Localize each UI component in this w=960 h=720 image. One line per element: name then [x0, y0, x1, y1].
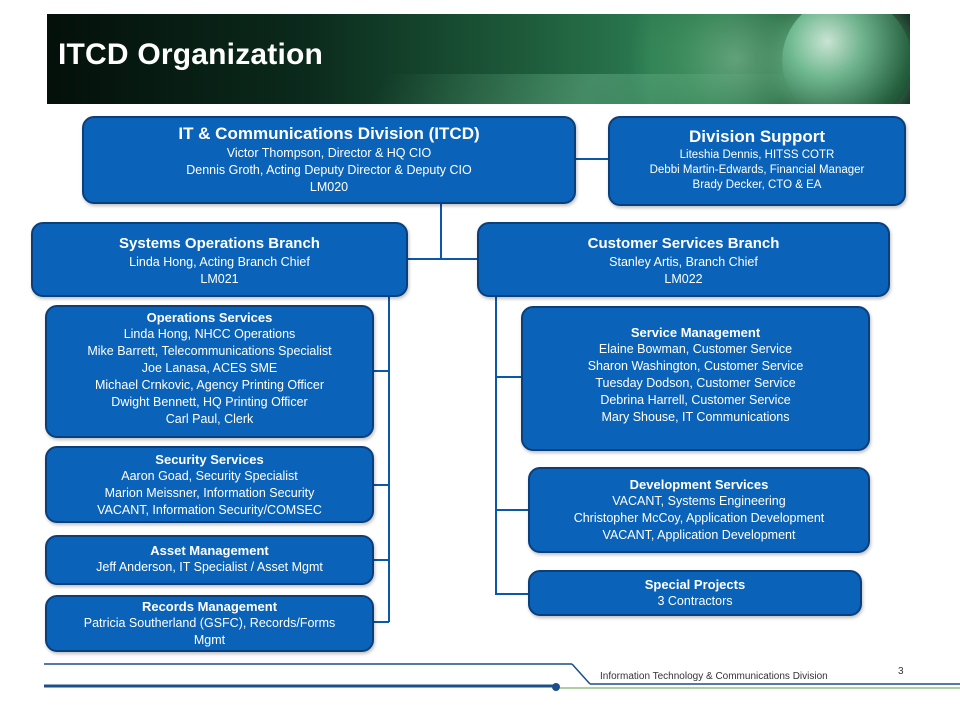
operations-services-line-6: Carl Paul, Clerk: [165, 412, 254, 426]
division-support-line-1: Liteshia Dennis, HITSS COTR: [679, 149, 835, 161]
development-services-line-1: VACANT, Systems Engineering: [612, 494, 786, 508]
division-support-line-2: Debbi Martin-Edwards, Financial Manager: [649, 164, 865, 176]
records-management-name: Records Management: [141, 599, 278, 614]
itcd-line-2: Dennis Groth, Acting Deputy Director & D…: [186, 163, 472, 177]
itcd-line-1: Victor Thompson, Director & HQ CIO: [226, 146, 432, 160]
customer-services-name: Customer Services Branch: [587, 235, 780, 252]
header-banner: [47, 14, 910, 104]
connector-right-development: [495, 509, 528, 511]
itcd-name: IT & Communications Division (ITCD): [178, 124, 480, 143]
division-support-name: Division Support: [689, 127, 825, 146]
special-projects-line-1: 3 Contractors: [657, 594, 733, 608]
operations-services-box: Operations Services Linda Hong, NHCC Ope…: [45, 305, 374, 438]
systems-operations-branch-box: Systems Operations Branch Linda Hong, Ac…: [31, 222, 408, 297]
service-management-line-5: Mary Shouse, IT Communications: [601, 410, 790, 424]
special-projects-name: Special Projects: [644, 577, 746, 592]
page-number: 3: [898, 666, 904, 677]
connector-left-security: [372, 484, 389, 486]
connector-support: [576, 158, 610, 160]
development-services-line-2: Christopher McCoy, Application Developme…: [573, 511, 825, 525]
connector-left-ops: [372, 370, 389, 372]
security-services-box: Security Services Aaron Goad, Security S…: [45, 446, 374, 523]
connector-right-service: [495, 376, 523, 378]
special-projects-box: Special Projects 3 Contractors: [528, 570, 862, 616]
security-services-line-2: Marion Meissner, Information Security: [104, 486, 315, 500]
service-management-line-2: Sharon Washington, Customer Service: [587, 359, 804, 373]
connector-right-special: [495, 593, 528, 595]
service-management-line-3: Tuesday Dodson, Customer Service: [595, 376, 796, 390]
service-management-line-1: Elaine Bowman, Customer Service: [598, 342, 793, 356]
security-services-name: Security Services: [155, 452, 264, 467]
systems-operations-name: Systems Operations Branch: [119, 235, 320, 252]
connector-left-records: [372, 621, 389, 623]
operations-services-name: Operations Services: [146, 310, 273, 325]
customer-services-branch-box: Customer Services Branch Stanley Artis, …: [477, 222, 890, 297]
records-management-box: Records Management Patricia Southerland …: [45, 595, 374, 652]
asset-management-line-1: Jeff Anderson, IT Specialist / Asset Mgm…: [96, 560, 323, 574]
asset-management-box: Asset Management Jeff Anderson, IT Speci…: [45, 535, 374, 585]
operations-services-line-1: Linda Hong, NHCC Operations: [123, 327, 296, 341]
operations-services-line-2: Mike Barrett, Telecommunications Special…: [87, 344, 332, 358]
development-services-line-3: VACANT, Application Development: [602, 528, 796, 542]
connector-itcd-down: [440, 203, 442, 259]
division-support-line-3: Brady Decker, CTO & EA: [692, 179, 822, 191]
banner-glass-slab: [368, 74, 806, 104]
systems-operations-line-1: Linda Hong, Acting Branch Chief: [129, 255, 310, 269]
security-services-line-1: Aaron Goad, Security Specialist: [121, 469, 298, 483]
security-services-line-3: VACANT, Information Security/COMSEC: [97, 503, 322, 517]
customer-services-line-2: LM022: [664, 272, 703, 286]
development-services-box: Development Services VACANT, Systems Eng…: [528, 467, 870, 553]
footer-division-name: Information Technology & Communications …: [600, 671, 828, 682]
records-management-line-2: Mgmt: [193, 633, 226, 647]
itcd-line-3: LM020: [309, 180, 349, 194]
operations-services-line-4: Michael Crnkovic, Agency Printing Office…: [94, 378, 325, 392]
division-support-box: Division Support Liteshia Dennis, HITSS …: [608, 116, 906, 206]
operations-services-line-3: Joe Lanasa, ACES SME: [141, 361, 278, 375]
development-services-name: Development Services: [629, 477, 769, 492]
connector-left-trunk: [388, 295, 390, 622]
records-management-line-1: Patricia Southerland (GSFC), Records/For…: [83, 616, 336, 630]
service-management-line-4: Debrina Harrell, Customer Service: [600, 393, 791, 407]
service-management-box: Service Management Elaine Bowman, Custom…: [521, 306, 870, 451]
connector-left-asset: [372, 559, 389, 561]
operations-services-line-5: Dwight Bennett, HQ Printing Officer: [111, 395, 308, 409]
customer-services-line-1: Stanley Artis, Branch Chief: [609, 255, 758, 269]
asset-management-name: Asset Management: [150, 543, 269, 558]
itcd-box: IT & Communications Division (ITCD) Vict…: [82, 116, 576, 204]
connector-right-trunk: [495, 295, 497, 595]
connector-branches: [406, 258, 478, 260]
page-title: ITCD Organization: [58, 38, 324, 71]
service-management-name: Service Management: [630, 325, 761, 340]
banner-glass-sphere: [782, 14, 910, 104]
systems-operations-line-2: LM021: [200, 272, 239, 286]
